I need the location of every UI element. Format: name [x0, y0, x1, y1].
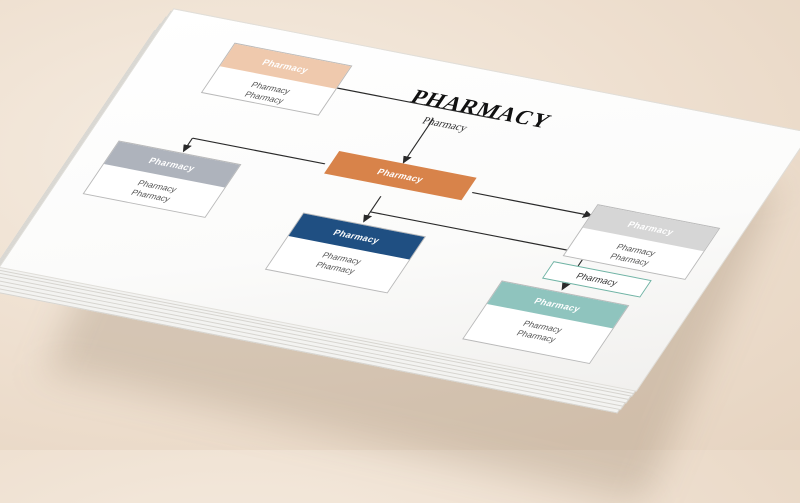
connector	[402, 118, 434, 164]
scene: PHARMACY Pharmacy Pharma	[0, 8, 800, 503]
connector	[192, 137, 326, 165]
connector	[363, 196, 382, 223]
card-stack: PHARMACY Pharmacy Pharma	[0, 8, 800, 414]
connector	[370, 211, 587, 255]
connector	[471, 192, 593, 218]
connector-lines	[182, 79, 593, 291]
connector	[182, 138, 194, 153]
card-face: PHARMACY Pharmacy Pharma	[0, 8, 800, 392]
